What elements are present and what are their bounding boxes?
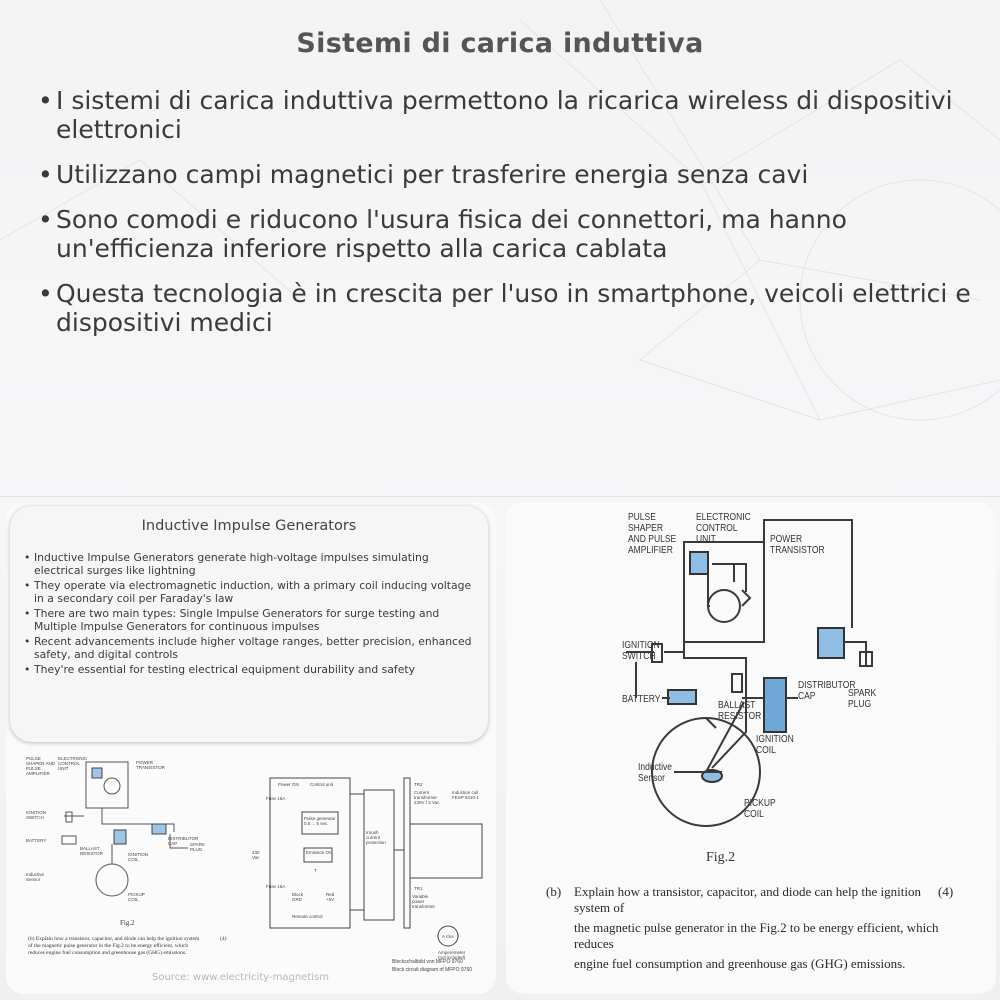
card-bullet-list: •Inductive Impulse Generators generate h… [24, 551, 474, 677]
figure-label: Fig.2 [706, 850, 736, 865]
ignition-diagram-thumbnail: PULSE SHAPER AND PULSE AMPLIFIER ELECTRO… [24, 752, 236, 980]
bullet-item: •Questa tecnologia è in crescita per l'u… [38, 279, 971, 337]
thumb-label: PULSE SHAPER AND PULSE AMPLIFIER [26, 756, 56, 776]
thumb-label: IGNITION SWITCH [26, 810, 46, 820]
thumb2-caption: Blockschaltbild von MFPO 9760 [392, 959, 463, 965]
thumb2-label: 230 Vac [252, 850, 260, 860]
thumb2-label: Amperemeter (not included) [438, 950, 466, 960]
thumb2-label: Pulse generator 0.5 ... 5 sec. [304, 816, 336, 826]
thumb2-label: Current transformer 230V / 3 Vac [414, 790, 440, 805]
thumb2-label: Variable power transformer [412, 894, 436, 909]
card-bullet: •There are two main types: Single Impuls… [24, 607, 440, 633]
question-marks: (4) [938, 884, 954, 899]
diagram-label: IGNITION SWITCH [622, 640, 660, 662]
thumb-marks: (4) [220, 936, 227, 942]
source-watermark: Source: www.electricity-magnetism [152, 972, 329, 983]
card-bullet: •They operate via electromagnetic induct… [24, 579, 472, 605]
card-bullet-text: They operate via electromagnetic inducti… [34, 579, 472, 605]
thumb2-label: Fuse 16A [266, 796, 286, 801]
thumb-label: DISTRIBUTOR CAP [168, 836, 199, 846]
left-image-panel: Inductive Impulse Generators •Inductive … [6, 502, 496, 994]
question-line: Explain how a transistor, capacitor, and… [574, 884, 921, 915]
card-title: Inductive Impulse Generators [141, 518, 357, 534]
bullet-item: •I sistemi di carica induttiva permetton… [38, 86, 953, 144]
ignition-circuit-diagram [626, 519, 873, 827]
diagram-label: DISTRIBUTOR CAP [798, 680, 856, 702]
card-bullet-text: Inductive Impulse Generators generate hi… [34, 551, 429, 577]
diagram-label: ELECTRONIC CONTROL UNIT [696, 512, 751, 545]
thumb-label: POWER TRANSISTOR [136, 760, 165, 770]
thumb2-label: Block GRD [292, 892, 304, 902]
block-circuit-svg [269, 777, 483, 947]
diagram-label: PICKUP COIL [744, 798, 776, 820]
diagram-label: BALLAST RESISTOR [718, 700, 762, 722]
thumb-label: ELECTRONIC CONTROL UNIT [58, 756, 88, 771]
thumb2-caption: Block circuit diagram of MFPO 9760 [392, 967, 473, 973]
right-image-panel: PULSE SHAPER AND PULSE AMPLIFIER ELECTRO… [506, 502, 996, 994]
bullet-text: Utilizzano campi magnetici per trasferir… [56, 160, 809, 189]
thumb-label: PICKUP COIL [128, 892, 145, 902]
diagram-label: Inductive Sensor [638, 762, 673, 784]
thumb2-label: Induction coil FESP 5410-1 [452, 790, 479, 800]
impulse-generators-card: Inductive Impulse Generators •Inductive … [10, 506, 488, 742]
diagram-label: POWER TRANSISTOR [770, 534, 825, 556]
card-bullet: •Recent advancements include higher volt… [24, 635, 472, 661]
question-line: the magnetic pulse generator in the Fig.… [574, 920, 939, 951]
diagram-label: PULSE SHAPER AND PULSE AMPLIFIER [628, 512, 677, 556]
diagram-label: BATTERY [622, 694, 661, 705]
bullet-text: Questa tecnologia è in crescita per l'us… [56, 279, 971, 337]
card-bullet-text: Recent advancements include higher volta… [34, 635, 472, 661]
block-circuit-thumbnail: Power ON Control unit Fuse 16A Fuse 16A … [252, 760, 490, 982]
thumb2-label: Remote control [292, 914, 323, 919]
thumb-fig-label: Fig.2 [120, 919, 135, 927]
thumb2-label: TR1 [414, 886, 423, 891]
thumb-label: BATTERY [26, 838, 47, 843]
thumb-label: BALLAST RESISTOR [80, 846, 103, 856]
thumb-label: Inductive Sensor [26, 872, 45, 882]
card-bullet: •Inductive Impulse Generators generate h… [24, 551, 429, 577]
page-title: Sistemi di carica induttiva [296, 28, 704, 59]
thumb2-label: Emission ON [306, 850, 333, 855]
thumb2-label: TR2 [414, 782, 423, 787]
thumb2-label: Fuse 16A [266, 884, 286, 889]
thumb-question: (b) Explain how a transistor, capacitor,… [28, 936, 200, 956]
thumb2-label: Control unit [310, 782, 334, 787]
question-line: engine fuel consumption and greenhouse g… [574, 956, 906, 971]
thumb2-label: Inrush current protection [366, 830, 386, 845]
bullet-text: I sistemi di carica induttiva permettono… [56, 86, 953, 144]
card-bullet-text: There are two main types: Single Impulse… [34, 607, 440, 633]
bullet-text: Sono comodi e riducono l'usura fisica de… [56, 205, 847, 263]
question-marker: (b) [546, 884, 562, 899]
thumb-label: SPARK PLUG [190, 842, 205, 852]
bullet-list: •I sistemi di carica induttiva permetton… [32, 86, 972, 353]
thumb-label: IGNITION COIL [128, 852, 148, 862]
thumb2-label: Power ON [278, 782, 299, 787]
card-bullet-text: They're essential for testing electrical… [34, 663, 415, 676]
bullet-item: •Utilizzano campi magnetici per trasferi… [38, 160, 809, 189]
thumb2-label: Red +5V [326, 892, 335, 902]
thumb2-label: T [314, 868, 317, 873]
bullet-item: •Sono comodi e riducono l'usura fisica d… [38, 205, 847, 263]
card-bullet: •They're essential for testing electrica… [24, 663, 415, 676]
diagram-label: SPARK PLUG [848, 688, 877, 710]
thumb2-label: A rms [442, 934, 454, 939]
ignition-diagram-thumb-svg [61, 761, 188, 897]
diagram-label: IGNITION COIL [756, 734, 794, 756]
section-divider [0, 496, 1000, 497]
